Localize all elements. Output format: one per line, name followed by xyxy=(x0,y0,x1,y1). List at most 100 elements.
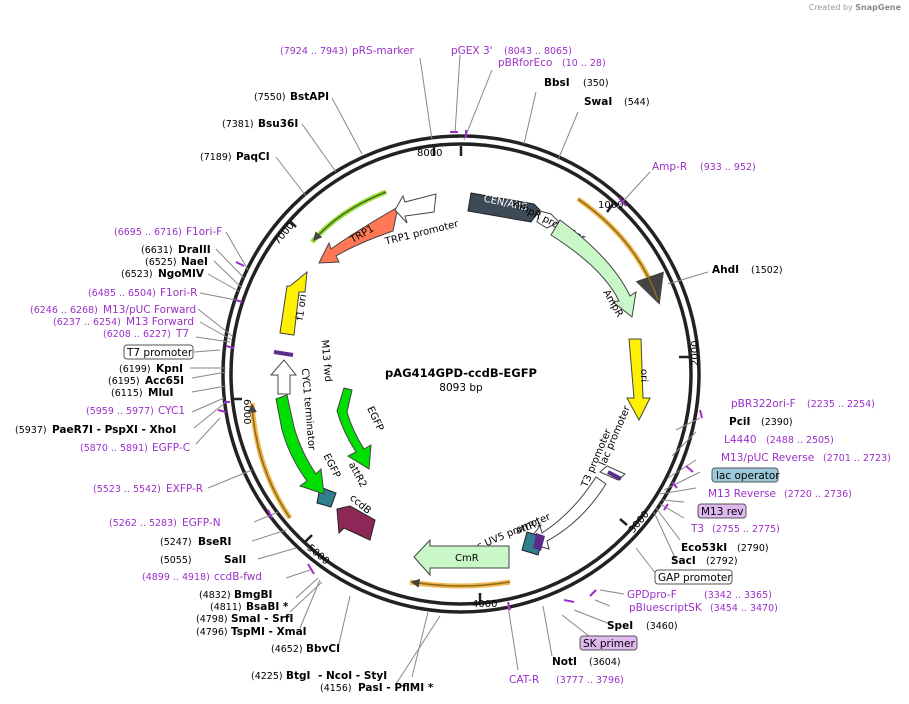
spei-label[interactable]: SpeI xyxy=(607,620,633,632)
f1ori-f-range: (6695 .. 6716) xyxy=(114,227,182,238)
m13-reverse-label[interactable]: M13 Reverse xyxy=(708,488,776,500)
saci-pos: (2792) xyxy=(706,556,738,567)
bsabi-label[interactable]: BsaBI * xyxy=(246,601,289,613)
feature-m13-fwd[interactable] xyxy=(273,350,294,357)
btgi-ncoi[interactable]: - NcoI - StyI xyxy=(318,670,387,682)
feature-ori[interactable] xyxy=(626,338,651,422)
feature-egfp-2[interactable] xyxy=(275,394,325,495)
amp-r-label[interactable]: Amp-R xyxy=(652,161,687,173)
feature-cyc1-terminator[interactable] xyxy=(269,359,298,395)
primer-marks xyxy=(217,130,703,611)
draiii-pos: (6631) xyxy=(141,245,173,256)
cat-r-range: (3777 .. 3796) xyxy=(556,675,624,686)
prs-marker-range: (7924 .. 7943) xyxy=(280,46,348,57)
sk-primer-box[interactable] xyxy=(579,635,638,651)
saci-label[interactable]: SacI xyxy=(671,555,696,567)
lac-operator-box[interactable] xyxy=(711,467,779,483)
exfp-r-range: (5523 .. 5542) xyxy=(93,484,161,495)
bbvci-pos: (4652) xyxy=(271,644,303,655)
bseri-label[interactable]: BseRI xyxy=(198,536,231,548)
feature-ampr-promoter[interactable] xyxy=(536,210,560,229)
pcii-label[interactable]: PciI xyxy=(729,416,750,428)
t7-promoter-box[interactable] xyxy=(123,344,194,360)
bsabi-pos: (4811) xyxy=(210,602,242,613)
feature-egfp[interactable] xyxy=(336,387,372,470)
t3-range: (2755 .. 2775) xyxy=(712,524,780,535)
m13-rev-box[interactable] xyxy=(697,503,747,519)
tick-4000: 4000 xyxy=(472,599,497,610)
feature-f1-ori[interactable] xyxy=(279,270,308,336)
feature-ampr[interactable] xyxy=(550,219,637,318)
smai-label[interactable]: SmaI - SrfI xyxy=(231,613,293,625)
swai-label[interactable]: SwaI xyxy=(584,96,612,108)
draiii-label[interactable]: DraIII xyxy=(178,244,211,256)
f1ori-f-label[interactable]: F1ori-F xyxy=(186,226,222,238)
feature-ccdb[interactable] xyxy=(336,505,376,541)
pbr322ori-f-label[interactable]: pBR322ori-F xyxy=(731,398,796,410)
eco53ki-label[interactable]: Eco53kI xyxy=(681,542,727,554)
ngomiv-label[interactable]: NgoMIV xyxy=(158,268,205,280)
tick-2000: 2000 xyxy=(690,341,701,366)
prs-marker-label[interactable]: pRS-marker xyxy=(352,45,415,57)
snapgene-logo: SnapGene xyxy=(855,3,901,12)
naei-label[interactable]: NaeI xyxy=(181,256,208,268)
pgex3-label[interactable]: pGEX 3' xyxy=(451,45,493,57)
kpni-label[interactable]: KpnI xyxy=(156,363,183,375)
acc65i-pos: (6195) xyxy=(108,376,140,387)
bstapi-label[interactable]: BstAPI xyxy=(290,91,329,103)
gpdpro-f-label[interactable]: GPDpro-F xyxy=(627,589,677,601)
t7-label[interactable]: T7 xyxy=(175,328,189,340)
m13-forward-label[interactable]: M13 Forward xyxy=(126,316,194,328)
paer7i-label[interactable]: PaeR7I - PspXI - XhoI xyxy=(52,424,176,436)
pbluescriptsk-label[interactable]: pBluescriptSK xyxy=(629,602,703,614)
tspmi-pos: (4796) xyxy=(196,627,228,638)
feature-cmr[interactable] xyxy=(413,538,510,577)
snapgene-credit: Created by SnapGene xyxy=(808,3,901,12)
feature-cen-ars[interactable] xyxy=(467,192,541,223)
ahdi-label[interactable]: AhdI xyxy=(712,264,739,276)
feature-cyc1-terminator-label: CYC1 terminator xyxy=(299,368,317,452)
lac-operator-label: lac operator xyxy=(716,470,780,482)
gpdpro-f-range: (3342 .. 3365) xyxy=(704,590,772,601)
m13-puc-forward-range: (6246 .. 6268) xyxy=(30,305,98,316)
backbone-outer xyxy=(221,134,701,614)
lac-operator-bar xyxy=(607,470,622,481)
t7-range: (6208 .. 6227) xyxy=(103,329,171,340)
feature-trp1-promoter[interactable] xyxy=(394,193,437,224)
egfp-c-label[interactable]: EGFP-C xyxy=(152,442,190,454)
f1ori-r-label[interactable]: F1ori-R xyxy=(160,287,197,299)
m13-puc-reverse-label[interactable]: M13/pUC Reverse xyxy=(721,452,814,464)
plasmid-size: 8093 bp xyxy=(439,382,483,394)
f1ori-r-range: (6485 .. 6504) xyxy=(88,288,156,299)
sali-pos: (5055) xyxy=(160,555,192,566)
acc65i-label[interactable]: Acc65I xyxy=(145,375,184,387)
bsu36i-label[interactable]: Bsu36I xyxy=(258,118,298,130)
gap-promoter-box[interactable] xyxy=(654,569,733,585)
feature-trp1[interactable] xyxy=(318,206,399,264)
btgi-label[interactable]: BtgI xyxy=(286,670,310,682)
pgex3-range: (8043 .. 8065) xyxy=(504,46,572,57)
ccdb-fwd-label[interactable]: ccdB-fwd xyxy=(214,571,262,583)
cyc1-label[interactable]: CYC1 xyxy=(158,405,185,417)
gap-promoter-label: GAP promoter xyxy=(658,572,732,584)
t3-label[interactable]: T3 xyxy=(690,523,704,535)
cat-r-label[interactable]: CAT-R xyxy=(509,674,539,686)
mlui-label[interactable]: MluI xyxy=(148,387,173,399)
egfp-n-label[interactable]: EGFP-N xyxy=(182,517,221,529)
l4440-label[interactable]: L4440 xyxy=(724,434,757,446)
backbone-inner xyxy=(229,142,693,606)
bbsi-label[interactable]: BbsI xyxy=(544,77,570,89)
bseri-pos: (5247) xyxy=(160,537,192,548)
bbvci-label[interactable]: BbvCI xyxy=(306,643,340,655)
paqci-label[interactable]: PaqCI xyxy=(236,151,270,163)
m13-puc-forward-label[interactable]: M13/pUC Forward xyxy=(103,304,196,316)
exfp-r-label[interactable]: EXFP-R xyxy=(166,483,203,495)
t7-promoter-label: T7 promoter xyxy=(126,347,193,359)
noti-label[interactable]: NotI xyxy=(552,656,577,668)
pasi-label[interactable]: PasI - PflMI * xyxy=(358,682,434,694)
sali-label[interactable]: SalI xyxy=(224,554,246,566)
m13-rev-label: M13 rev xyxy=(701,506,744,518)
tspmi-label[interactable]: TspMI - XmaI xyxy=(231,626,307,638)
bmgbi-label[interactable]: BmgBI xyxy=(234,589,272,601)
pbrforeco-label[interactable]: pBRforEco xyxy=(498,57,552,69)
